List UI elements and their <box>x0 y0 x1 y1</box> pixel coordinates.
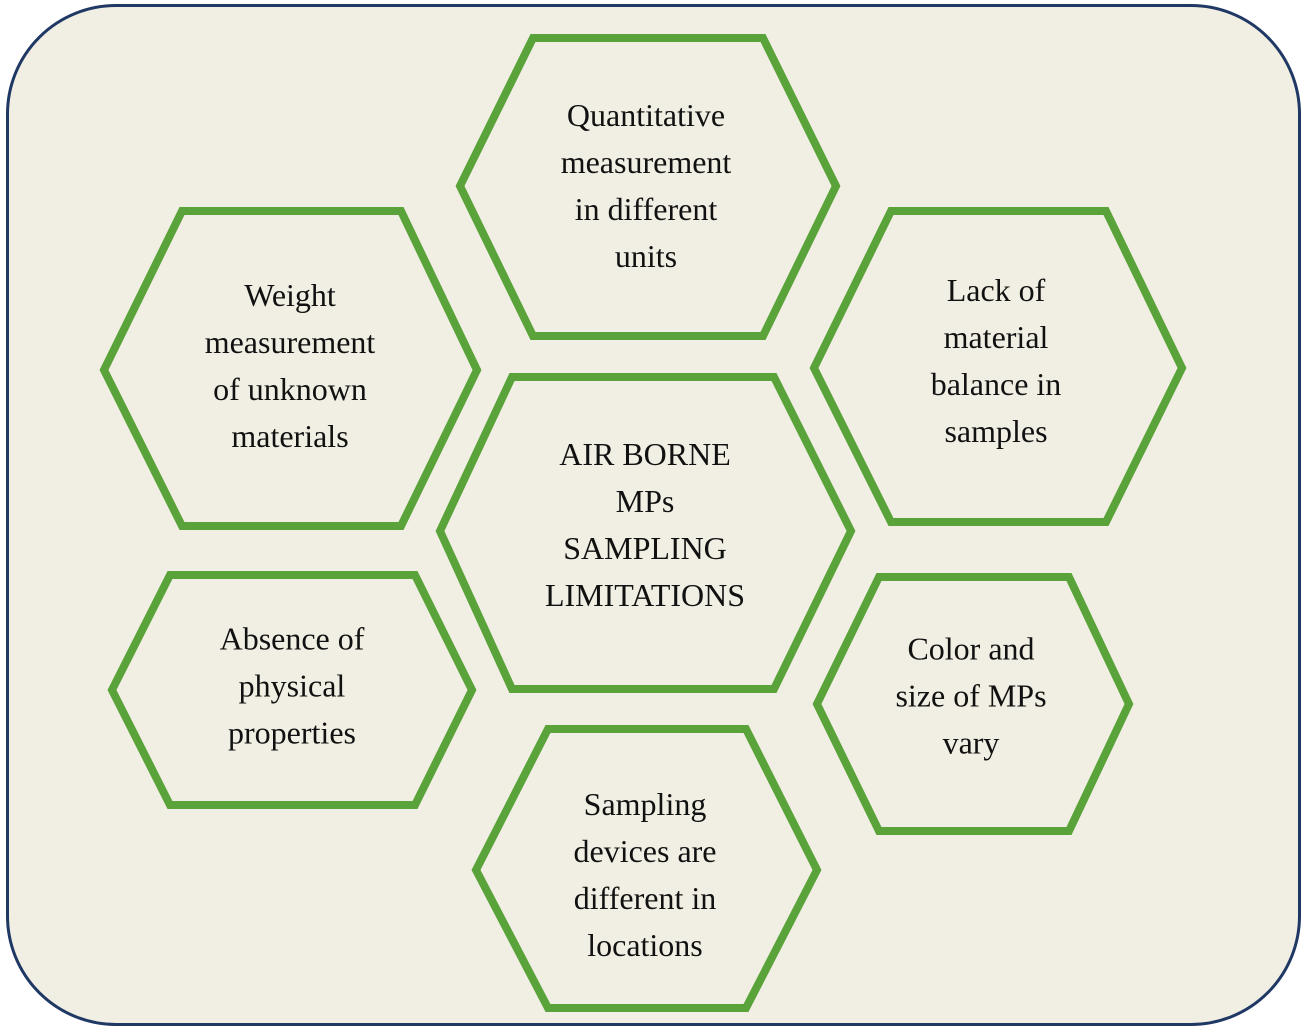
item-label-physical-properties: Absence of physical properties <box>219 620 365 751</box>
item-label-sampling-devices: Sampling devices are different in locati… <box>573 786 717 963</box>
item-label-color-size: Color and size of MPs vary <box>895 630 1047 761</box>
hexagon-color-size <box>812 573 1134 835</box>
hexagon-sampling-devices <box>471 725 822 1012</box>
hexagon-material-balance <box>809 207 1187 526</box>
hexagon-physical-properties <box>107 571 477 809</box>
diagram-frame <box>6 4 1301 1026</box>
hexagon-quantitative-measurement <box>455 34 841 340</box>
item-label-weight-measurement: Weight measurement of unknown materials <box>204 277 376 454</box>
center-label: AIR BORNE MPs SAMPLING LIMITATIONS <box>544 436 746 613</box>
hexagon-center <box>435 373 856 693</box>
hexagon-weight-measurement <box>99 207 482 530</box>
item-label-material-balance: Lack of material balance in samples <box>930 272 1062 449</box>
item-label-quantitative-measurement: Quantitative measurement in different un… <box>560 97 732 274</box>
